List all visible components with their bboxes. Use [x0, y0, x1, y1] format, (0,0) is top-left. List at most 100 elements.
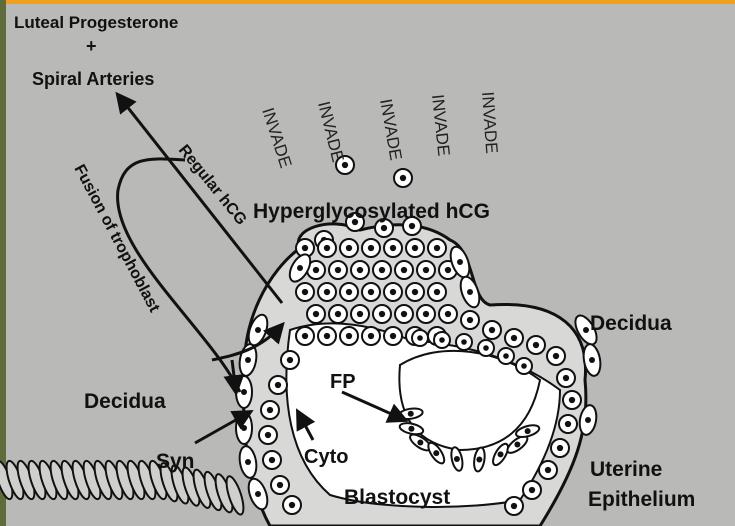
cell-nucleus	[324, 333, 330, 339]
cell-nucleus	[565, 421, 571, 427]
cell-nucleus	[324, 245, 330, 251]
cell-nucleus	[514, 442, 520, 448]
cell-nucleus	[476, 457, 482, 463]
arrow-fusion-down	[232, 360, 236, 392]
cell-nucleus	[467, 317, 473, 323]
label-blastocyst: Blastocyst	[344, 486, 450, 509]
label-hyperglycosylated-hcg: Hyperglycosylated hCG	[253, 200, 490, 223]
cell-nucleus	[445, 311, 451, 317]
cell-nucleus	[277, 482, 283, 488]
cell-nucleus	[390, 289, 396, 295]
cell-nucleus	[368, 333, 374, 339]
cell-nucleus	[368, 289, 374, 295]
cell-nucleus	[267, 407, 273, 413]
cell-nucleus	[412, 289, 418, 295]
cell-nucleus	[346, 289, 352, 295]
cell-nucleus	[324, 289, 330, 295]
cell-nucleus	[379, 267, 385, 273]
label-luteal-progesterone: Luteal Progesterone	[14, 13, 178, 32]
cell-nucleus	[265, 432, 271, 438]
cell-nucleus	[275, 382, 281, 388]
cell-nucleus	[467, 289, 473, 295]
label-epithelium: Epithelium	[588, 488, 695, 511]
cell-nucleus	[417, 439, 423, 445]
cell-nucleus	[489, 327, 495, 333]
cell-nucleus	[445, 267, 451, 273]
cell-nucleus	[585, 417, 591, 423]
label-syn: Syn	[156, 450, 195, 473]
label-plus: +	[86, 36, 97, 56]
cell-nucleus	[346, 245, 352, 251]
cell-nucleus	[381, 225, 387, 231]
cell-nucleus	[245, 357, 251, 363]
cell-nucleus	[408, 411, 414, 417]
cell-nucleus	[533, 342, 539, 348]
cell-nucleus	[454, 456, 460, 462]
cell-nucleus	[390, 333, 396, 339]
cell-nucleus	[563, 375, 569, 381]
cell-nucleus	[439, 337, 445, 343]
cell-nucleus	[401, 311, 407, 317]
cell-nucleus	[245, 459, 251, 465]
label-cyto: Cyto	[304, 446, 348, 468]
label-uterine: Uterine	[590, 458, 662, 481]
cell-nucleus	[335, 311, 341, 317]
cell-nucleus	[313, 267, 319, 273]
cell-nucleus	[302, 245, 308, 251]
cell-nucleus	[255, 327, 261, 333]
cell-nucleus	[346, 333, 352, 339]
cell-nucleus	[390, 245, 396, 251]
cell-nucleus	[498, 451, 504, 457]
cell-nucleus	[529, 487, 535, 493]
cell-nucleus	[401, 267, 407, 273]
label-decidua-right: Decidua	[590, 312, 672, 335]
cell-nucleus	[289, 502, 295, 508]
cell-nucleus	[503, 353, 509, 359]
cell-nucleus	[423, 267, 429, 273]
cell-nucleus	[302, 333, 308, 339]
cell-nucleus	[434, 289, 440, 295]
cell-nucleus	[434, 245, 440, 251]
cell-nucleus	[461, 339, 467, 345]
cell-nucleus	[417, 335, 423, 341]
cell-nucleus	[433, 450, 439, 456]
cell-nucleus	[545, 467, 551, 473]
cell-nucleus	[569, 397, 575, 403]
label-invade-2: INVADE	[314, 99, 347, 164]
cell-nucleus	[357, 311, 363, 317]
cell-nucleus	[241, 425, 247, 431]
cell-nucleus	[525, 428, 531, 434]
cell-nucleus	[357, 267, 363, 273]
label-decidua-left: Decidua	[84, 390, 166, 413]
left-edge-stripe	[0, 0, 6, 526]
cell-nucleus	[521, 363, 527, 369]
cell-nucleus	[408, 426, 414, 432]
cell-nucleus	[302, 289, 308, 295]
cell-nucleus	[241, 389, 247, 395]
label-invade-3: INVADE	[376, 97, 405, 161]
cell-nucleus	[313, 311, 319, 317]
cell-nucleus	[400, 175, 406, 181]
cell-nucleus	[287, 357, 293, 363]
cell-nucleus	[297, 265, 303, 271]
cell-nucleus	[335, 267, 341, 273]
label-invade-1: INVADE	[258, 105, 295, 170]
cell-nucleus	[412, 245, 418, 251]
cell-nucleus	[457, 259, 463, 265]
label-fusion-trophoblast: Fusion of trophoblast	[70, 162, 163, 316]
cell-nucleus	[423, 311, 429, 317]
cell-nucleus	[379, 311, 385, 317]
cell-nucleus	[583, 327, 589, 333]
top-edge-stripe	[0, 0, 735, 4]
label-invade-4: INVADE	[428, 93, 453, 157]
cell-nucleus	[511, 335, 517, 341]
label-invade-5: INVADE	[478, 91, 501, 154]
cell-nucleus	[589, 357, 595, 363]
epithelium-layer	[0, 459, 247, 516]
label-spiral-arteries: Spiral Arteries	[32, 69, 154, 89]
cell-nucleus	[269, 457, 275, 463]
cell-nucleus	[409, 223, 415, 229]
cell-nucleus	[511, 503, 517, 509]
